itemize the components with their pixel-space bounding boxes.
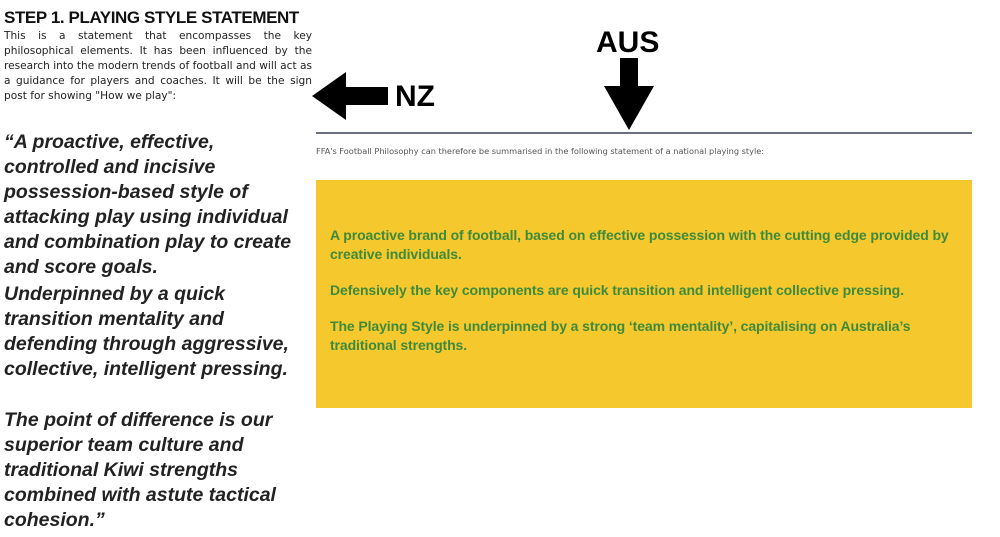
nz-quote-part-3: The point of difference is our superior … <box>4 409 276 531</box>
aus-caption: FFA's Football Philosophy can therefore … <box>316 146 765 156</box>
step-title: STEP 1. PLAYING STYLE STATEMENT <box>4 8 299 27</box>
arrow-left-icon <box>312 72 388 120</box>
aus-statement-box: A proactive brand of football, based on … <box>316 180 972 408</box>
aus-label: AUS <box>596 26 660 59</box>
aus-statement-paragraph: Defensively the key components are quick… <box>330 282 904 298</box>
divider-rule <box>316 132 972 134</box>
nz-document: STEP 1. PLAYING STYLE STATEMENT This is … <box>4 8 312 104</box>
arrow-down-icon <box>604 58 654 130</box>
nz-quote-part-2: Underpinned by a quick transition mental… <box>4 283 289 380</box>
aus-statement-paragraph: The Playing Style is underpinned by a st… <box>330 318 911 353</box>
aus-statement-paragraph: A proactive brand of football, based on … <box>330 227 949 262</box>
intro-paragraph: This is a statement that encompasses the… <box>4 30 312 102</box>
nz-quote-part-1: “A proactive, effective, controlled and … <box>4 131 292 278</box>
nz-label: NZ <box>395 80 435 113</box>
